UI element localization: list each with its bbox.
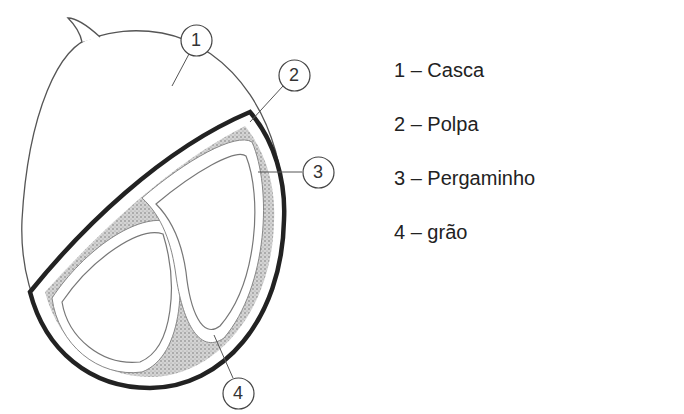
bean-right [156, 154, 255, 329]
legend-text: 3 – Pergaminho [394, 166, 535, 190]
callout-ring [181, 25, 212, 56]
bean-left [62, 233, 171, 363]
callout-number: 4 [222, 377, 255, 410]
callout-number: 2 [278, 59, 311, 92]
legend-text: 4 – grão [394, 220, 467, 244]
cherry-tip [68, 18, 100, 42]
pulp-region [45, 126, 274, 377]
parchment-left [52, 220, 180, 372]
leader-line [250, 86, 283, 122]
callout-circle: 3 [302, 156, 335, 189]
leader-line [258, 172, 302, 173]
callout-ring [223, 378, 254, 409]
legend-text: 2 – Polpa [394, 112, 479, 136]
callout-circle: 2 [278, 59, 311, 92]
callout-circle: 1 [180, 24, 213, 57]
cherry-skin [22, 31, 284, 388]
callout-circle: 4 [222, 377, 255, 410]
legend-text: 1 – Casca [394, 58, 484, 82]
leader-line [172, 54, 189, 86]
callout-number: 3 [302, 156, 335, 189]
callout-ring [303, 157, 334, 188]
leader-line [214, 335, 233, 378]
callout-ring [279, 60, 310, 91]
callout-number: 1 [180, 24, 213, 57]
cut-face-border [30, 112, 284, 388]
